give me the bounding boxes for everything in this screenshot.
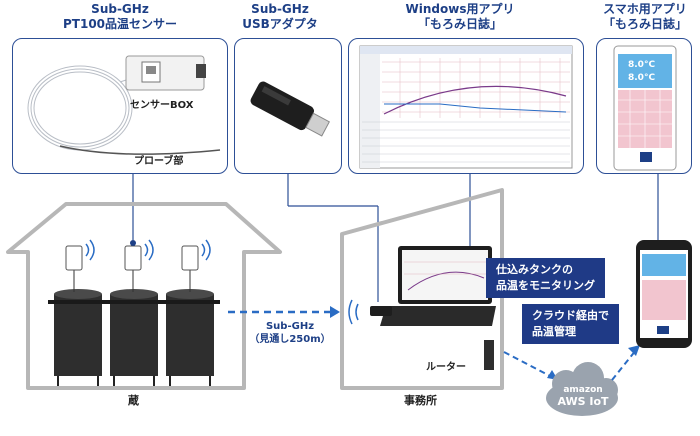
windows-app-screenshot	[359, 45, 573, 169]
cloud-management-callout: クラウド経由で 品温管理	[522, 304, 619, 344]
smartphone-icon	[636, 240, 692, 348]
cloud-phone-arrow	[611, 349, 637, 381]
tank-sensor-2	[124, 239, 154, 292]
monitoring-callout: 仕込みタンクの 品温をモニタリング	[486, 258, 605, 298]
usb-title-line2: USBアダプタ	[242, 17, 318, 31]
probe-label: プローブ部	[134, 156, 184, 167]
laptop-icon	[380, 246, 496, 326]
cloud-label: amazon AWS IoT	[548, 384, 618, 408]
windows-title-line2: 「もろみ日誌」	[417, 17, 502, 31]
usb-title: Sub-GHz USBアダプタ	[230, 2, 330, 32]
receive-wave-icon	[348, 299, 359, 325]
router-label: ルーター	[426, 362, 466, 373]
usb-title-line1: Sub-GHz	[251, 2, 309, 16]
callout2-line1: クラウド経由で	[532, 309, 609, 322]
link-label-line1: Sub-GHz	[265, 321, 315, 332]
office-building	[340, 188, 504, 390]
callout1-line1: 仕込みタンクの	[496, 263, 573, 276]
router-icon	[484, 340, 494, 370]
tank-1	[48, 289, 108, 386]
phone-title: スマホ用アプリ 「もろみ日誌」	[590, 2, 700, 32]
tank-3	[160, 289, 220, 386]
sensor-title: Sub-GHz PT100品温センサー	[20, 2, 220, 32]
sensor-title-line1: Sub-GHz	[91, 2, 149, 16]
usb-adapter-icon	[250, 81, 330, 137]
probe-cable-icon	[27, 65, 221, 155]
windows-title: Windows用アプリ 「もろみ日誌」	[390, 2, 530, 32]
link-label: Sub-GHz （見通し250m）	[238, 320, 342, 346]
tank-sensor-3	[181, 239, 211, 292]
link-label-line2: （見通し250m）	[249, 334, 331, 345]
phone-reading-1: 8.0°C	[628, 60, 656, 70]
phone-app-screenshot	[613, 45, 677, 171]
office-label: 事務所	[404, 394, 437, 407]
brewery-building	[6, 202, 282, 390]
tank-sensor-1	[65, 239, 95, 292]
sensor-box-icon	[125, 55, 206, 91]
brewery-label: 蔵	[128, 394, 139, 407]
tank-2	[104, 289, 164, 386]
callout1-line2: 品温をモニタリング	[496, 279, 595, 292]
cloud-label-line1: amazon	[563, 385, 603, 395]
aws-cloud-icon	[546, 362, 618, 416]
sensor-title-line2: PT100品温センサー	[62, 17, 178, 31]
phone-reading-2: 8.0°C	[628, 73, 656, 83]
callout2-line2: 品温管理	[532, 325, 576, 338]
usb-dongle-icon	[370, 306, 392, 316]
windows-title-line1: Windows用アプリ	[405, 2, 515, 16]
phone-title-line2: 「もろみ日誌」	[602, 17, 687, 31]
sensor-box-label: センサーBOX	[130, 100, 194, 111]
router-cloud-arrow	[503, 351, 555, 379]
phone-title-line1: スマホ用アプリ	[603, 2, 687, 16]
cloud-label-line2: AWS IoT	[557, 395, 609, 408]
